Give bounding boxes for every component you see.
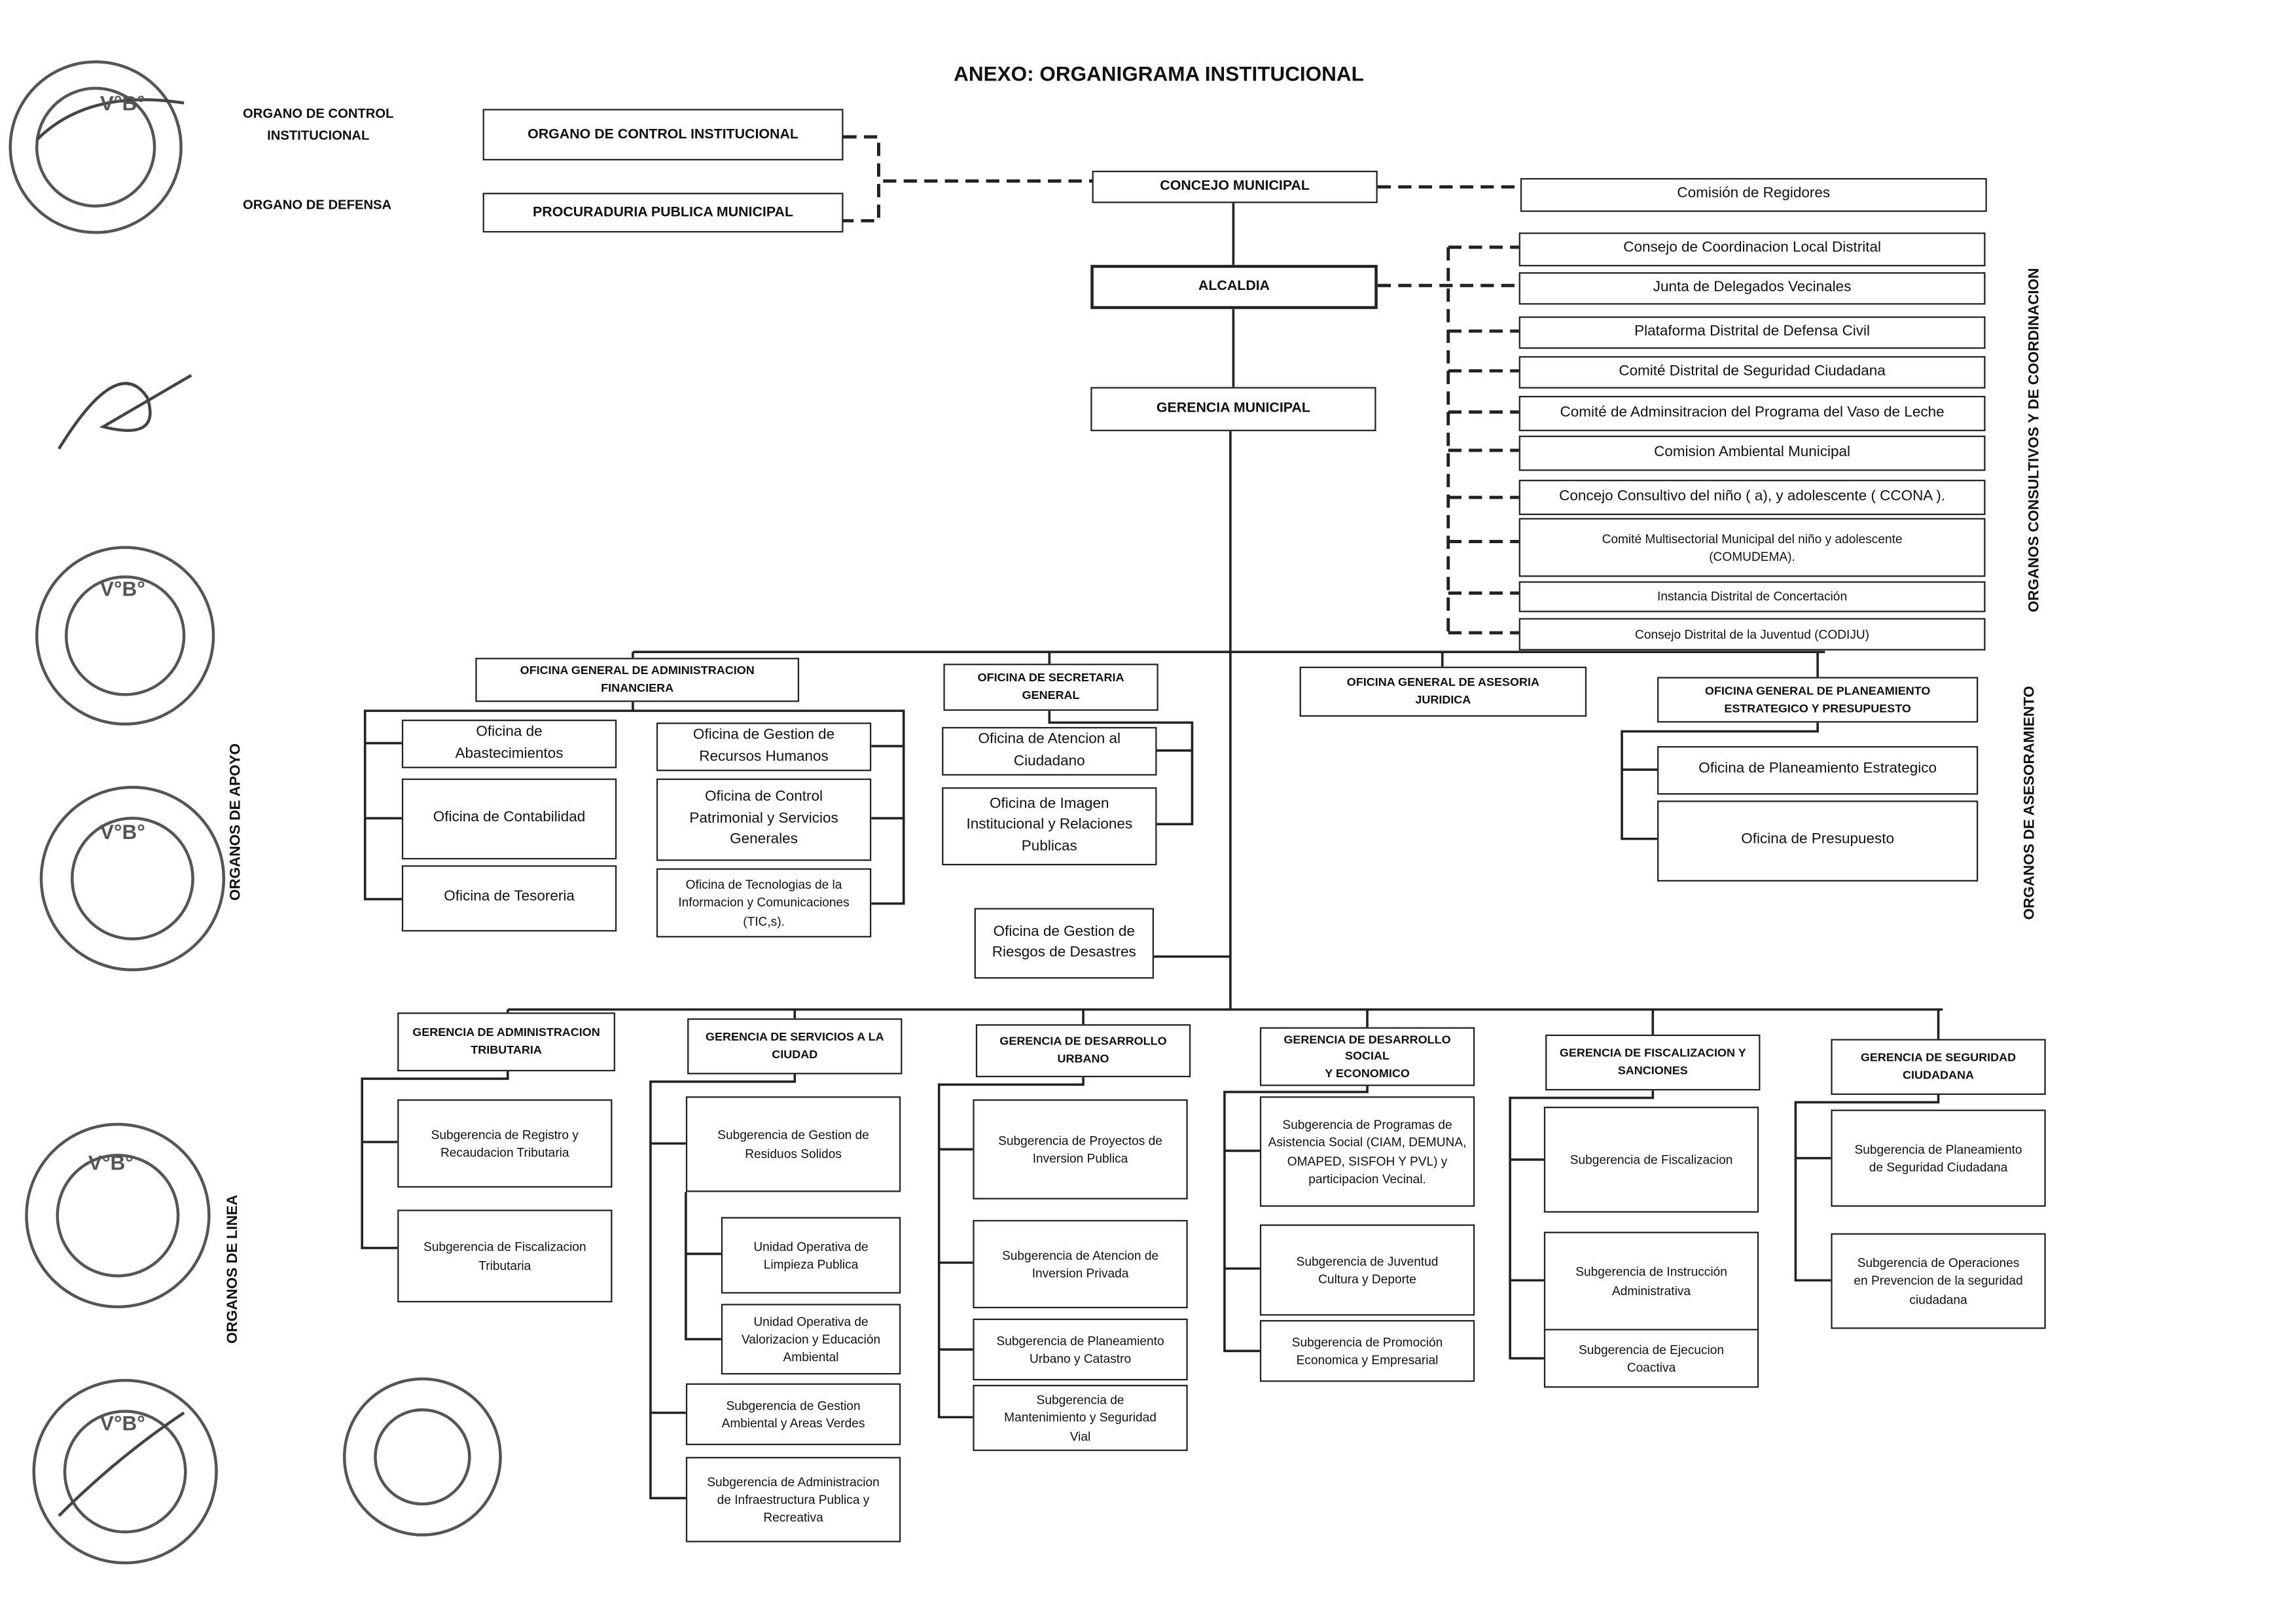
org-box-inversion-privada: Subgerencia de Atencion de Inversion Pri… <box>973 1220 1188 1309</box>
org-box-proyectos: Subgerencia de Proyectos de Inversion Pu… <box>973 1099 1188 1200</box>
stamp-gerente-municipal <box>9 60 183 234</box>
org-box-areas-verdes: Subgerencia de Gestion Ambiental y Areas… <box>685 1383 901 1446</box>
org-box-limpieza: Unidad Operativa de Limpieza Publica <box>721 1217 901 1294</box>
stamp-seguridad-ciudadana <box>342 1377 502 1537</box>
org-box-comudema: Comité Multisectorial Municipal del niño… <box>1518 518 1986 577</box>
svg-text:V°B°: V°B° <box>100 92 145 115</box>
org-box-fisc-trib: Subgerencia de Fiscalizacion Tributaria <box>397 1209 613 1303</box>
org-box-catastro: Subgerencia de Planeamiento Urbano y Cat… <box>973 1318 1188 1381</box>
page-title: ANEXO: ORGANIGRAMA INSTITUCIONAL <box>954 62 1364 86</box>
org-box-patrimonial: Oficina de Control Patrimonial y Servici… <box>656 778 872 861</box>
org-box-gfs: GERENCIA DE FISCALIZACION Y SANCIONES <box>1545 1034 1761 1091</box>
org-box-valorizacion: Unidad Operativa de Valorizacion y Educa… <box>721 1304 901 1375</box>
org-box-atencion-ciudadano: Oficina de Atencion al Ciudadano <box>942 726 1157 776</box>
org-box-juv-cultura: Subgerencia de Juventud Cultura y Deport… <box>1259 1224 1475 1316</box>
svg-text:V°B°: V°B° <box>100 578 145 601</box>
org-box-defensa-civil: Plataforma Distrital de Defensa Civil <box>1518 316 1986 349</box>
signature <box>58 374 192 450</box>
org-box-secretaria: OFICINA DE SECRETARIA GENERAL <box>943 664 1158 711</box>
org-box-ogaf: OFICINA GENERAL DE ADMINISTRACION FINANC… <box>475 658 800 702</box>
org-box-promocion: Subgerencia de Promoción Economica y Emp… <box>1259 1320 1475 1382</box>
org-box-vial: Subgerencia de Mantenimiento y Seguridad… <box>973 1385 1188 1452</box>
svg-text:V°B°: V°B° <box>100 821 145 844</box>
org-box-gdu: GERENCIA DE DESARROLLO URBANO <box>975 1024 1191 1078</box>
org-box-vaso-leche: Comité de Adminsitracion del Programa de… <box>1518 395 1986 431</box>
org-box-ambiental: Comision Ambiental Municipal <box>1518 435 1986 471</box>
org-box-plan-seguridad: Subgerencia de Planeamiento de Seguridad… <box>1831 1109 2046 1207</box>
org-box-planeamiento-est: Oficina de Planeamiento Estrategico <box>1657 746 1979 795</box>
org-box-abastecimientos: Oficina de Abastecimientos <box>401 719 617 768</box>
org-box-coactiva: Subgerencia de Ejecucion Coactiva <box>1543 1329 1759 1388</box>
org-box-gat: GERENCIA DE ADMINISTRACION TRIBUTARIA <box>397 1012 615 1072</box>
org-box-procuraduria: PROCURADURIA PUBLICA MUNICIPAL <box>482 192 844 233</box>
svg-text:V°B°: V°B° <box>100 1412 145 1435</box>
org-box-infraestructura: Subgerencia de Administracion de Infraes… <box>685 1457 901 1543</box>
org-box-alcaldia: ALCALDIA <box>1090 264 1378 310</box>
org-box-contabilidad: Oficina de Contabilidad <box>401 778 617 860</box>
org-box-rrhh: Oficina de Gestion de Recursos Humanos <box>656 722 872 772</box>
org-box-juventud: Consejo Distrital de la Juventud (CODIJU… <box>1518 618 1986 651</box>
stamp-desarrollo-urbano <box>39 785 226 972</box>
org-box-ogpp: OFICINA GENERAL DE PLANEAMIENTO ESTRATEG… <box>1657 677 1979 723</box>
org-box-presupuesto: Oficina de Presupuesto <box>1657 800 1979 882</box>
org-box-concejo: CONCEJO MUNICIPAL <box>1092 170 1378 204</box>
org-box-fiscalizacion: Subgerencia de Fiscalizacion <box>1543 1107 1759 1213</box>
org-box-comision-regidores: Comisión de Regidores <box>1520 178 1987 212</box>
org-box-seguridad: Comité Distrital de Seguridad Ciudadana <box>1518 356 1986 389</box>
org-box-junta: Junta de Delegados Vecinales <box>1518 272 1986 305</box>
org-box-concertacion: Instancia Distrital de Concertación <box>1518 581 1986 613</box>
org-box-ccld: Consejo de Coordinacion Local Distrital <box>1518 232 1986 267</box>
label-control: ORGANO DE CONTROL INSTITUCIONAL <box>243 105 394 143</box>
org-box-gerencia-municipal: GERENCIA MUNICIPAL <box>1090 387 1376 431</box>
org-box-registro: Subgerencia de Registro y Recaudacion Tr… <box>397 1099 613 1188</box>
org-box-riesgos: Oficina de Gestion de Riesgos de Desastr… <box>974 908 1154 979</box>
org-box-programas: Subgerencia de Programas de Asistencia S… <box>1259 1096 1475 1207</box>
org-box-tesoreria: Oficina de Tesoreria <box>401 865 617 932</box>
org-box-instruccion: Subgerencia de Instrucción Administrativ… <box>1543 1232 1759 1330</box>
label-defensa: ORGANO DE DEFENSA <box>243 197 392 212</box>
org-box-imagen: Oficina de Imagen Institucional y Relaci… <box>942 787 1157 866</box>
stamp-servicios-ciudad <box>35 546 215 726</box>
org-box-gdse: GERENCIA DE DESARROLLO SOCIAL Y ECONOMIC… <box>1259 1027 1475 1086</box>
org-box-tic: Oficina de Tecnologias de la Informacion… <box>656 868 872 938</box>
org-box-ccona: Concejo Consultivo del niño ( a), y adol… <box>1518 480 1986 516</box>
org-box-operaciones: Subgerencia de Operaciones en Prevencion… <box>1831 1233 2046 1329</box>
org-box-oci: ORGANO DE CONTROL INSTITUCIONAL <box>482 109 844 161</box>
svg-text:V°B°: V°B° <box>88 1152 134 1175</box>
org-box-gseg: GERENCIA DE SEGURIDAD CIUDADANA <box>1831 1039 2046 1096</box>
org-box-residuos: Subgerencia de Gestion de Residuos Solid… <box>685 1096 901 1192</box>
org-box-juridica: OFICINA GENERAL DE ASESORIA JURIDICA <box>1299 666 1587 717</box>
org-box-gsc: GERENCIA DE SERVICIOS A LA CIUDAD <box>687 1018 903 1075</box>
stamp-desarrollo-social <box>25 1122 211 1309</box>
stamp-fiscalizacion <box>32 1379 218 1565</box>
